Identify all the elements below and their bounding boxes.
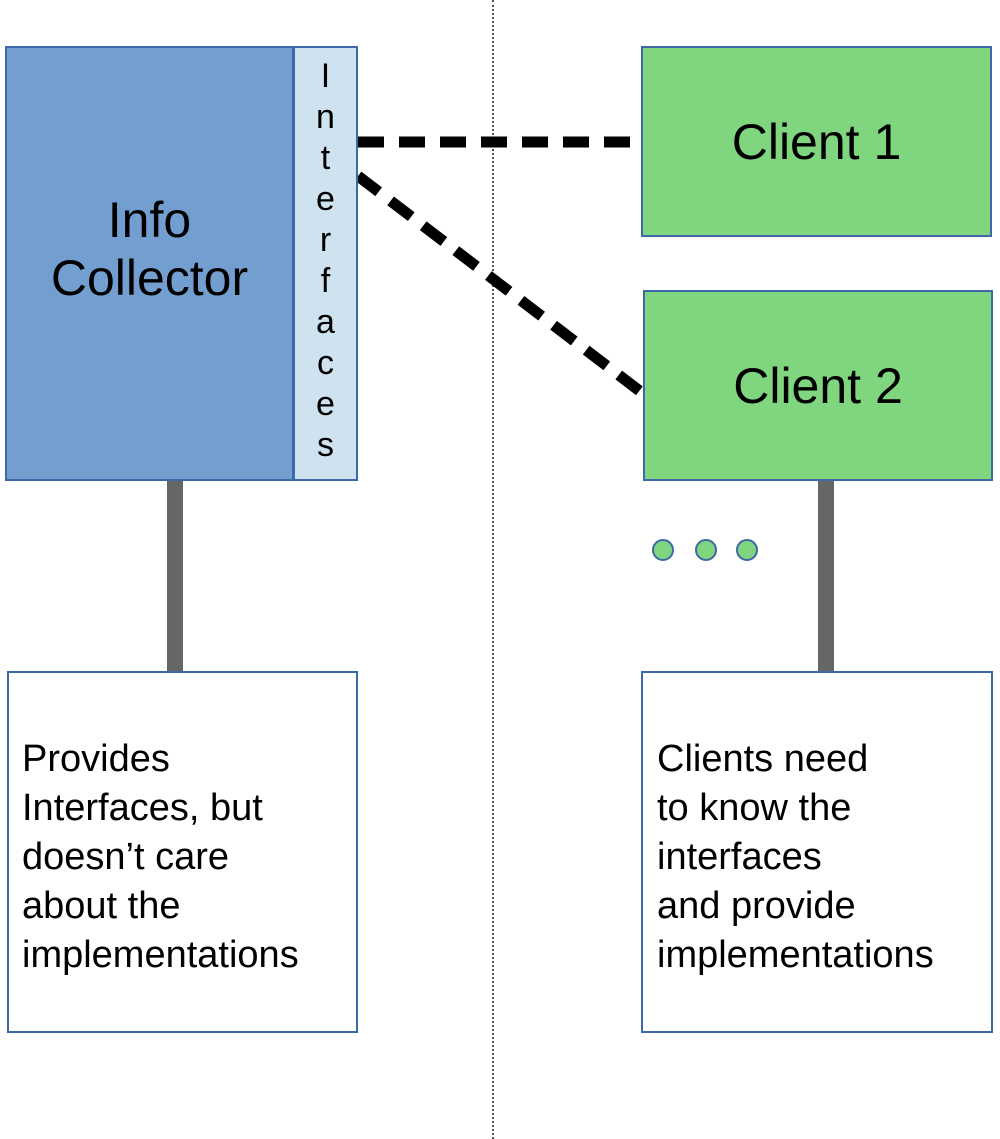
collector-note-box: Provides Interfaces, but doesn’t care ab… bbox=[7, 671, 358, 1033]
collector-note-connector bbox=[167, 481, 183, 673]
client-note-line: interfaces bbox=[657, 836, 822, 878]
collector-note-line: implementations bbox=[22, 934, 299, 976]
client-1-label: Client 1 bbox=[731, 113, 902, 170]
info-collector-label-line-1: Info bbox=[107, 191, 192, 248]
collector-note-line: about the bbox=[22, 885, 181, 927]
client-1-box: Client 1 bbox=[641, 46, 992, 237]
ellipsis-dot bbox=[695, 539, 717, 561]
interfaces-letter: a bbox=[316, 303, 335, 341]
client-note-line: and provide bbox=[657, 885, 856, 927]
info-collector-label: Info Collector bbox=[51, 191, 248, 307]
collector-note-line: Provides bbox=[22, 738, 170, 780]
ellipsis-dot bbox=[736, 539, 758, 561]
center-divider-line bbox=[492, 0, 494, 1139]
interfaces-letter: e bbox=[316, 180, 335, 218]
interfaces-letter: f bbox=[320, 262, 331, 300]
interfaces-panel: I n t e r f a c e s bbox=[293, 46, 358, 481]
connector-client-2 bbox=[354, 171, 645, 397]
collector-note-line: Interfaces, but bbox=[22, 787, 263, 829]
ellipsis-dot bbox=[652, 539, 674, 561]
interfaces-letter: s bbox=[317, 426, 334, 464]
interfaces-letter: t bbox=[320, 139, 331, 177]
interfaces-letter: c bbox=[317, 344, 334, 382]
interfaces-letter: n bbox=[316, 98, 335, 136]
client-note-line: implementations bbox=[657, 934, 934, 976]
client-note-connector bbox=[818, 481, 834, 673]
client-note-line: Clients need bbox=[657, 738, 869, 780]
interfaces-letter: r bbox=[319, 221, 332, 259]
info-collector-box: Info Collector bbox=[5, 46, 294, 481]
client-2-label: Client 2 bbox=[733, 357, 903, 414]
client-note-box: Clients need to know the interfaces and … bbox=[641, 671, 993, 1033]
client-2-box: Client 2 bbox=[643, 290, 993, 481]
client-note-line: to know the bbox=[657, 787, 852, 829]
info-collector-label-line-2: Collector bbox=[50, 249, 249, 306]
interfaces-letter: e bbox=[316, 385, 335, 423]
interfaces-letter: I bbox=[320, 57, 331, 95]
collector-note-line: doesn’t care bbox=[22, 836, 230, 878]
